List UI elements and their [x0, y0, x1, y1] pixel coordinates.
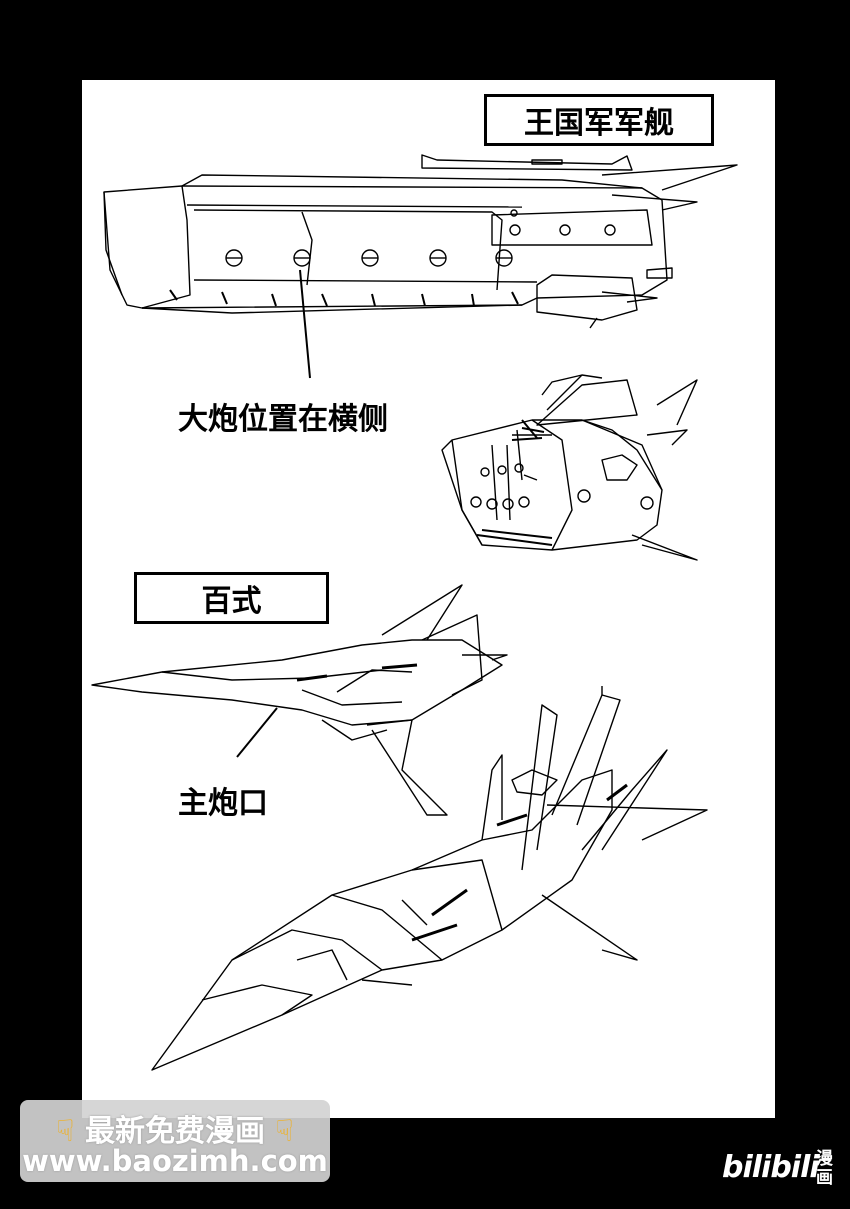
ship-illustrations — [91, 154, 738, 1071]
watermark-url[interactable]: www.baozimh.com — [22, 1144, 328, 1178]
bilibili-manga-label: 漫画 — [816, 1149, 833, 1188]
watermark-line1-row: ☟ 最新免费漫画 ☟ — [20, 1106, 330, 1150]
hyakushiki-side-view — [91, 584, 508, 816]
bilibili-logo: bilibili — [722, 1150, 820, 1185]
kingdom-warship-annotation: 大炮位置在横侧 — [172, 390, 394, 442]
hyakushiki-title: 百式 — [201, 584, 262, 619]
kingdom-warship-title-box: 王国军军舰 — [484, 94, 714, 146]
watermark-panel[interactable]: ☟ 最新免费漫画 ☟ www.baozimh.com — [20, 1100, 330, 1182]
kingdom-warship-title: 王国军军舰 — [524, 106, 674, 141]
watermark-line1: 最新免费漫画 — [85, 1114, 265, 1149]
manga-page: 王国军军舰 大炮位置在横侧 百式 主炮口 — [82, 80, 775, 1118]
hyakushiki-annotation: 主炮口 — [172, 774, 274, 826]
hyakushiki-title-box: 百式 — [134, 572, 329, 624]
kingdom-warship-side-view — [103, 154, 738, 379]
kingdom-warship-front-view — [441, 374, 698, 561]
pointing-down-hand-icon: ☟ — [56, 1114, 75, 1149]
pointing-down-hand-icon: ☟ — [275, 1114, 294, 1149]
hyakushiki-perspective-view — [151, 686, 708, 1071]
